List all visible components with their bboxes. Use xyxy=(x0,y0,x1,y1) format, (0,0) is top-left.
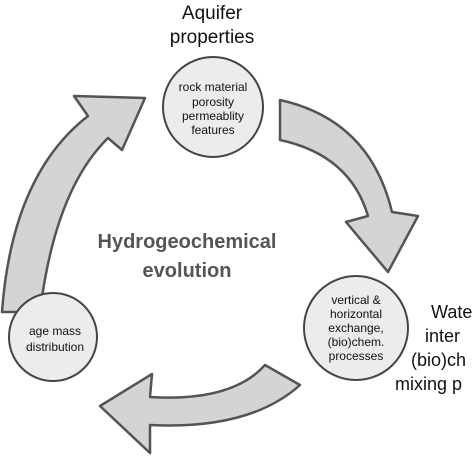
header-line-1: Aquifer xyxy=(182,3,243,24)
header-line-2: properties xyxy=(170,27,255,48)
arrow-top-to-right xyxy=(278,98,420,274)
center-title-line-2: evolution xyxy=(143,260,232,282)
left-node-line-2: distribution xyxy=(26,340,84,354)
top-node-line-3: permeablity xyxy=(182,109,244,123)
top-node-line-1: rock material xyxy=(179,80,248,94)
right-label-line-2: inter xyxy=(425,326,460,346)
right-label-line-3: (bio)ch xyxy=(411,350,466,370)
right-node-line-2: horizontal xyxy=(330,307,382,321)
right-node-line-5: processes xyxy=(329,349,384,363)
arrow-left-to-top xyxy=(0,94,147,314)
top-node-line-2: porosity xyxy=(192,95,234,109)
arrow-right-to-left xyxy=(98,363,302,455)
right-node-line-1: vertical & xyxy=(331,293,380,307)
top-node-line-4: features xyxy=(191,123,234,137)
left-node-line-1: age mass xyxy=(29,324,81,338)
right-label-line-1: Wate xyxy=(431,302,472,322)
right-node-line-4: (bio)chem. xyxy=(328,335,385,349)
node-right-circle xyxy=(303,275,409,381)
node-top-circle xyxy=(162,56,264,158)
right-label-line-4: mixing p xyxy=(395,374,462,394)
right-node-line-3: exchange, xyxy=(328,321,383,335)
center-title-line-1: Hydrogeochemical xyxy=(98,231,277,253)
node-left-circle xyxy=(8,292,98,382)
